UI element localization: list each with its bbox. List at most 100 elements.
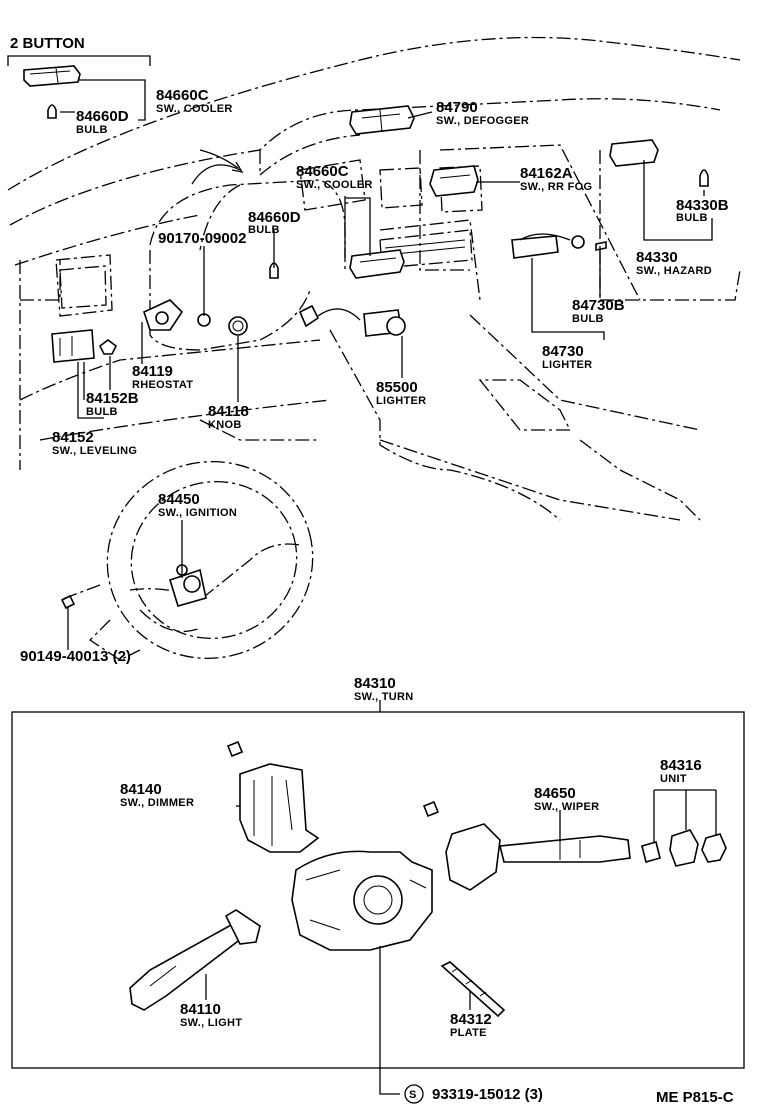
bulb-part-small bbox=[47, 104, 57, 119]
defogger-switch-part bbox=[349, 105, 415, 135]
label-number: 84660D bbox=[76, 108, 129, 125]
cooler-arrow-head bbox=[231, 161, 244, 173]
leveling-bulb-part bbox=[98, 339, 118, 355]
label-desc: BULB bbox=[676, 212, 708, 224]
callout-90170-09002: 90170-09002 bbox=[158, 230, 246, 247]
turn-switch-body-part bbox=[291, 850, 433, 951]
label-desc: RHEOSTAT bbox=[132, 379, 193, 391]
callout-84119: 84119 RHEOSTAT bbox=[132, 363, 193, 391]
callout-84660D-two-button: 84660D BULB bbox=[76, 108, 129, 136]
callout-84330: 84330 SW., HAZARD bbox=[636, 249, 712, 277]
callout-84118: 84118 KNOB bbox=[208, 403, 249, 431]
steering-wheel bbox=[59, 461, 314, 661]
label-number: 85500 bbox=[376, 379, 418, 396]
reference-code: ME P815-C bbox=[656, 1089, 734, 1106]
instrument-cluster-outline bbox=[149, 179, 346, 351]
label-number: 84140 bbox=[120, 781, 162, 798]
callout-84312: 84312 PLATE bbox=[450, 1011, 492, 1039]
callout-84660D-dash: 84660D BULB bbox=[248, 209, 301, 236]
label-desc: BULB bbox=[572, 313, 604, 325]
screw-symbol: S bbox=[404, 1084, 424, 1104]
label-desc: SW., COOLER bbox=[156, 103, 233, 115]
label-number: 90170-09002 bbox=[158, 230, 246, 247]
lighter-socket-part bbox=[298, 304, 406, 337]
callout-93319-15012: 93319-15012 (3) bbox=[432, 1086, 543, 1103]
label-number: 93319-15012 (3) bbox=[432, 1086, 543, 1103]
callout-84660C-dash: 84660C SW., COOLER bbox=[296, 163, 373, 191]
label-number: 84119 bbox=[132, 363, 173, 380]
callout-84162A: 84162A SW., RR FOG bbox=[520, 165, 592, 193]
label-number: 84312 bbox=[450, 1011, 492, 1028]
ignition-switch-part bbox=[169, 564, 207, 607]
callout-84310: 84310 SW., TURN bbox=[354, 675, 414, 703]
label-number: 84110 bbox=[180, 1001, 221, 1018]
label-desc: SW., LIGHT bbox=[180, 1017, 242, 1029]
label-number: 84650 bbox=[534, 785, 576, 802]
callout-84152B: 84152B BULB bbox=[86, 390, 139, 418]
label-desc: KNOB bbox=[208, 419, 242, 431]
leader-lines-upper bbox=[67, 111, 713, 650]
callout-84660C-two-button: 84660C SW., COOLER bbox=[156, 87, 233, 115]
callout-84730B: 84730B BULB bbox=[572, 297, 625, 325]
label-desc: SW., COOLER bbox=[296, 179, 373, 191]
label-number: 84310 bbox=[354, 675, 396, 692]
cooler-switch-part bbox=[349, 249, 405, 279]
label-desc: SW., HAZARD bbox=[636, 265, 712, 277]
label-desc: SW., IGNITION bbox=[158, 507, 237, 519]
callout-85500: 85500 LIGHTER bbox=[376, 379, 426, 407]
wiper-switch-part bbox=[445, 823, 631, 891]
label-desc: SW., RR FOG bbox=[520, 181, 592, 193]
callout-84450: 84450 SW., IGNITION bbox=[158, 491, 237, 519]
leader-lines-lower bbox=[205, 789, 717, 1095]
label-desc: PLATE bbox=[450, 1027, 487, 1039]
label-number: 84162A bbox=[520, 165, 573, 182]
label-desc: SW., DIMMER bbox=[120, 797, 194, 809]
leader-l1 bbox=[60, 79, 146, 121]
label-number: 84152B bbox=[86, 390, 139, 407]
callout-84152: 84152 SW., LEVELING bbox=[52, 429, 137, 457]
plate-part bbox=[440, 961, 506, 1018]
label-desc: SW., TURN bbox=[354, 691, 414, 703]
label-number: 84330 bbox=[636, 249, 678, 266]
label-desc: BULB bbox=[248, 224, 280, 236]
callout-84316: 84316 UNIT bbox=[660, 757, 702, 785]
knob-part bbox=[228, 316, 248, 336]
lighter-assembly-part bbox=[511, 233, 607, 259]
label-desc: SW., WIPER bbox=[534, 801, 599, 813]
cooler-arrow bbox=[191, 164, 241, 185]
screw-90149-part bbox=[60, 594, 76, 610]
callout-84110: 84110 SW., LIGHT bbox=[180, 1001, 242, 1029]
label-number: 84450 bbox=[158, 491, 200, 508]
label-number: 84660C bbox=[296, 163, 349, 180]
label-number: 84118 bbox=[208, 403, 249, 420]
dashboard-outline bbox=[7, 36, 741, 521]
label-number: 84730 bbox=[542, 343, 584, 360]
label-desc: SW., LEVELING bbox=[52, 445, 137, 457]
hazard-bulb-part bbox=[699, 169, 709, 187]
turn-switch-box bbox=[11, 711, 745, 1069]
callout-84330B: 84330B BULB bbox=[676, 197, 729, 224]
label-desc: LIGHTER bbox=[376, 395, 426, 407]
leveling-switch-part bbox=[51, 329, 95, 363]
callout-84790: 84790 SW., DEFOGGER bbox=[436, 99, 529, 127]
dimmer-switch-part bbox=[239, 763, 320, 853]
label-number: 84660C bbox=[156, 87, 209, 104]
rr-fog-switch-part bbox=[429, 165, 479, 197]
callout-84140: 84140 SW., DIMMER bbox=[120, 781, 194, 809]
screw-symbol-letter: S bbox=[409, 1089, 417, 1101]
label-number: 90149-40013 (2) bbox=[20, 648, 131, 665]
label-number: 84330B bbox=[676, 197, 729, 214]
label-desc: BULB bbox=[86, 406, 118, 418]
hazard-switch-part bbox=[609, 139, 659, 167]
callout-84650: 84650 SW., WIPER bbox=[534, 785, 599, 813]
callout-84730: 84730 LIGHTER bbox=[542, 343, 592, 371]
label-desc: LIGHTER bbox=[542, 359, 592, 371]
label-number: 84152 bbox=[52, 429, 94, 446]
label-number: 84730B bbox=[572, 297, 625, 314]
label-number: 84790 bbox=[436, 99, 478, 116]
label-desc: SW., DEFOGGER bbox=[436, 115, 529, 127]
light-switch-part bbox=[129, 909, 261, 1011]
cooler-switch-2button-part bbox=[23, 65, 81, 87]
center-vents bbox=[299, 159, 483, 269]
